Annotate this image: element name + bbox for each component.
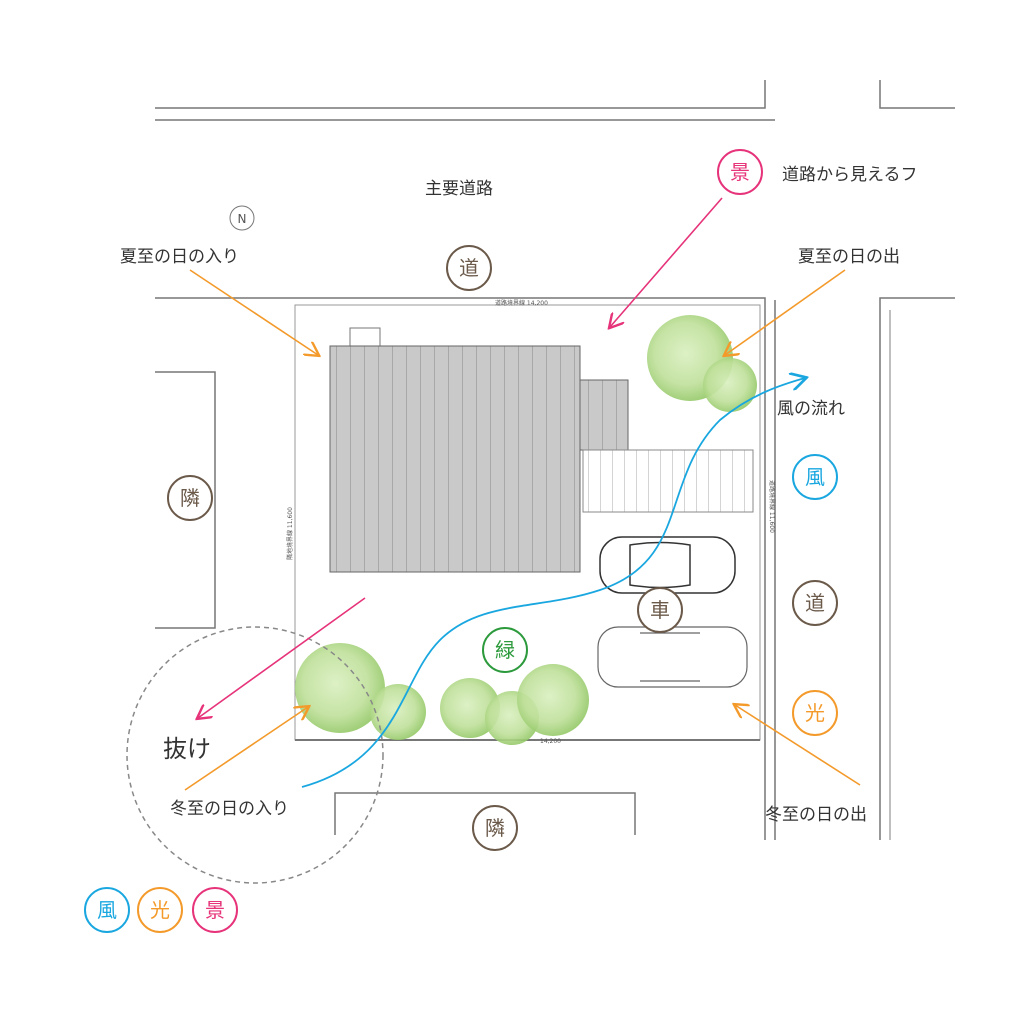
- legend-wind-badge: 風: [84, 887, 130, 933]
- north-label: N: [238, 212, 247, 226]
- winter-sunset-label: 冬至の日の入り: [170, 799, 289, 819]
- badge-label: 隣: [485, 816, 505, 840]
- dimension-left: 隣地境界線 11,600: [286, 507, 294, 560]
- badge-label: 景: [205, 898, 225, 922]
- badge-circle: [472, 805, 518, 851]
- dimension-bottom: 14,200: [540, 738, 561, 745]
- badge-circle: [167, 475, 213, 521]
- north-icon: N: [229, 205, 255, 231]
- road-lines: [155, 80, 955, 840]
- deck: [582, 449, 754, 513]
- badge-label: 風: [97, 898, 117, 922]
- house-roof: [329, 345, 581, 573]
- badge-label: 光: [150, 898, 170, 922]
- dimension-top: 道路境界線 14,200: [495, 299, 548, 307]
- wind-flow-label: 風の流れ: [777, 399, 845, 419]
- escape-label: 抜け: [163, 735, 211, 763]
- badge-label: 景: [730, 160, 750, 184]
- car-top: [599, 536, 736, 594]
- badge-label: 風: [805, 465, 825, 489]
- light-badge: 光: [792, 690, 838, 736]
- badge-circle: [482, 627, 528, 673]
- escape-zone: [126, 626, 384, 884]
- badge-circle: [717, 149, 763, 195]
- dimension-right: 道路境界線 11,600: [768, 480, 776, 533]
- badge-label: 緑: [495, 638, 515, 662]
- main-road-label: 主要道路: [425, 179, 493, 199]
- view-arrows: [198, 197, 723, 718]
- view-from-road-label: 道路から見えるフ: [782, 165, 918, 185]
- chimney: [349, 327, 381, 347]
- badge-circle: [192, 887, 238, 933]
- green-badge: 緑: [482, 627, 528, 673]
- winter-sunrise-label: 冬至の日の出: [765, 805, 867, 825]
- wind-badge: 風: [792, 454, 838, 500]
- badge-label: 隣: [180, 486, 200, 510]
- car-bottom: [597, 626, 748, 688]
- road-badge-top: 道: [446, 245, 492, 291]
- car-badge: 車: [637, 587, 683, 633]
- light-arrows: [184, 269, 861, 791]
- badge-label: 車: [650, 598, 670, 622]
- badge-circle: [137, 887, 183, 933]
- wind-flow-arrow: [301, 378, 805, 788]
- badge-circle: [84, 887, 130, 933]
- view-badge: 景: [717, 149, 763, 195]
- badge-circle: [792, 580, 838, 626]
- badge-label: 道: [805, 591, 825, 615]
- neighbor-bottom-outline: [334, 792, 636, 835]
- legend-view-badge: 景: [192, 887, 238, 933]
- badge-circle: [792, 454, 838, 500]
- badge-label: 道: [459, 256, 479, 280]
- summer-sunrise-label: 夏至の日の出: [798, 247, 900, 267]
- badge-circle: [792, 690, 838, 736]
- road-badge-right: 道: [792, 580, 838, 626]
- neighbor-badge-bottom: 隣: [472, 805, 518, 851]
- summer-sunset-label: 夏至の日の入り: [120, 247, 239, 267]
- neighbor-left-outline: [155, 371, 216, 629]
- legend-light-badge: 光: [137, 887, 183, 933]
- badge-circle: [637, 587, 683, 633]
- trees: [295, 315, 757, 745]
- badge-label: 光: [805, 701, 825, 725]
- badge-circle: [446, 245, 492, 291]
- house-annex: [579, 379, 629, 451]
- neighbor-badge-left: 隣: [167, 475, 213, 521]
